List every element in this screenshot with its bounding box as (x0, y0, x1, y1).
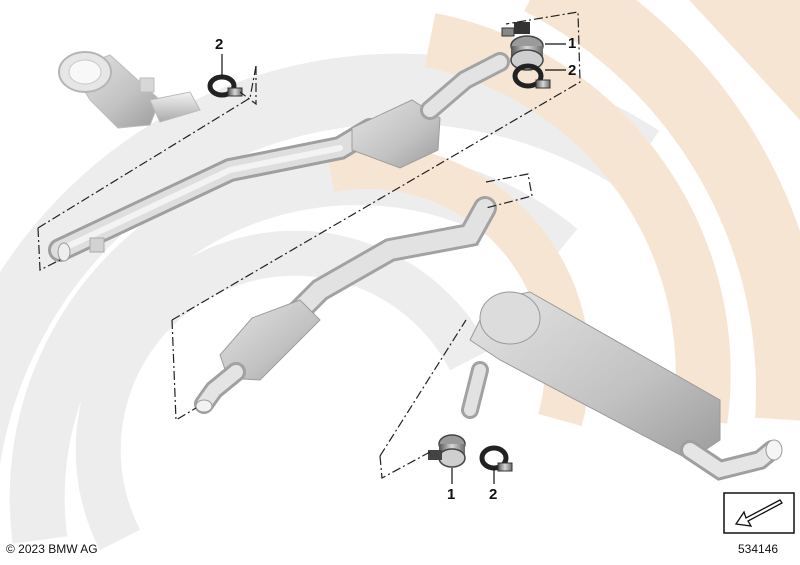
arrow-down-left-icon[interactable] (723, 492, 795, 534)
assembly-guide-lines (37, 11, 581, 479)
callout-clamp-top-right: 2 (568, 62, 577, 79)
diagram-number: 534146 (738, 542, 779, 556)
front-pipe-assembly (48, 52, 510, 262)
middle-pipe-assembly (194, 196, 497, 414)
rear-silencer (461, 291, 783, 481)
callout-sleeve-bottom: 1 (447, 486, 456, 503)
clamp-top-right (512, 63, 551, 89)
callout-clamp-top: 2 (215, 36, 224, 53)
copyright-text: © 2023 BMW AG (6, 542, 98, 556)
callout-clamp-bottom: 2 (489, 486, 498, 503)
callout-leaders (221, 43, 566, 484)
sleeve-bottom (428, 434, 466, 468)
callout-sleeve-top-right: 1 (568, 35, 577, 52)
catalytic-converter (58, 51, 201, 129)
clamp-top (207, 74, 243, 98)
